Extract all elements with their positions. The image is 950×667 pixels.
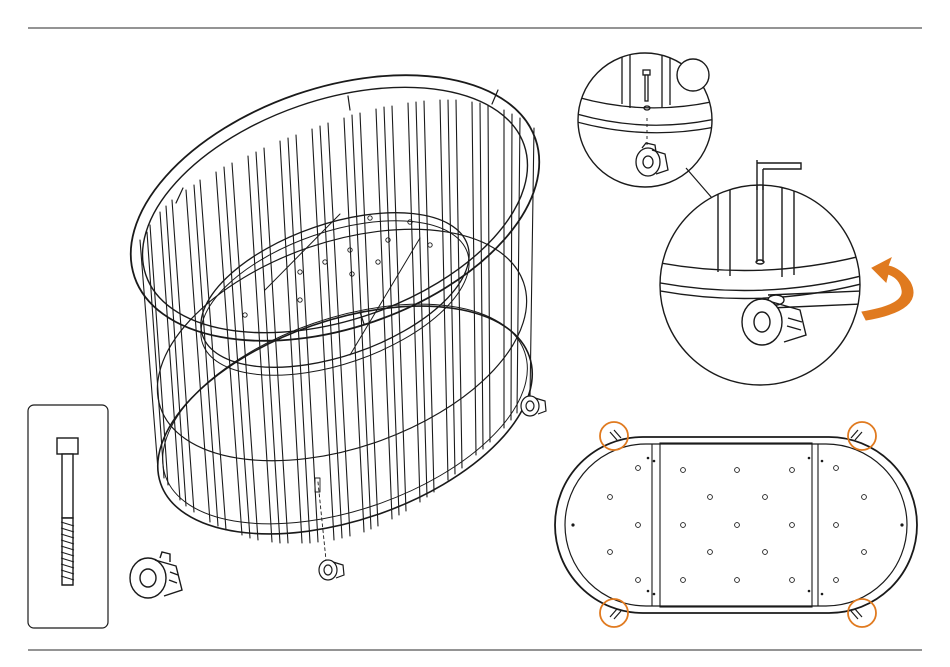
caster-wheel-icon <box>130 552 182 598</box>
rotate-arrow-icon <box>862 258 913 320</box>
hex-key-tighten-detail <box>655 160 913 385</box>
bolt-icon <box>57 438 78 585</box>
step-badge <box>677 59 709 91</box>
bottom-view-caster-positions <box>555 422 917 627</box>
crib-illustration <box>95 26 574 579</box>
crib-top-rail <box>95 26 574 391</box>
caster-highlight-circles <box>600 422 876 627</box>
bolt-insert-detail <box>570 50 720 192</box>
hex-key-icon <box>757 160 801 190</box>
callout-connector <box>686 168 712 198</box>
crib-caster-front <box>319 560 344 580</box>
crib-caster-right <box>521 396 546 416</box>
bottom-view-dots <box>571 457 903 596</box>
bottom-view-holes <box>608 466 867 583</box>
bolt-part-box <box>28 405 108 628</box>
